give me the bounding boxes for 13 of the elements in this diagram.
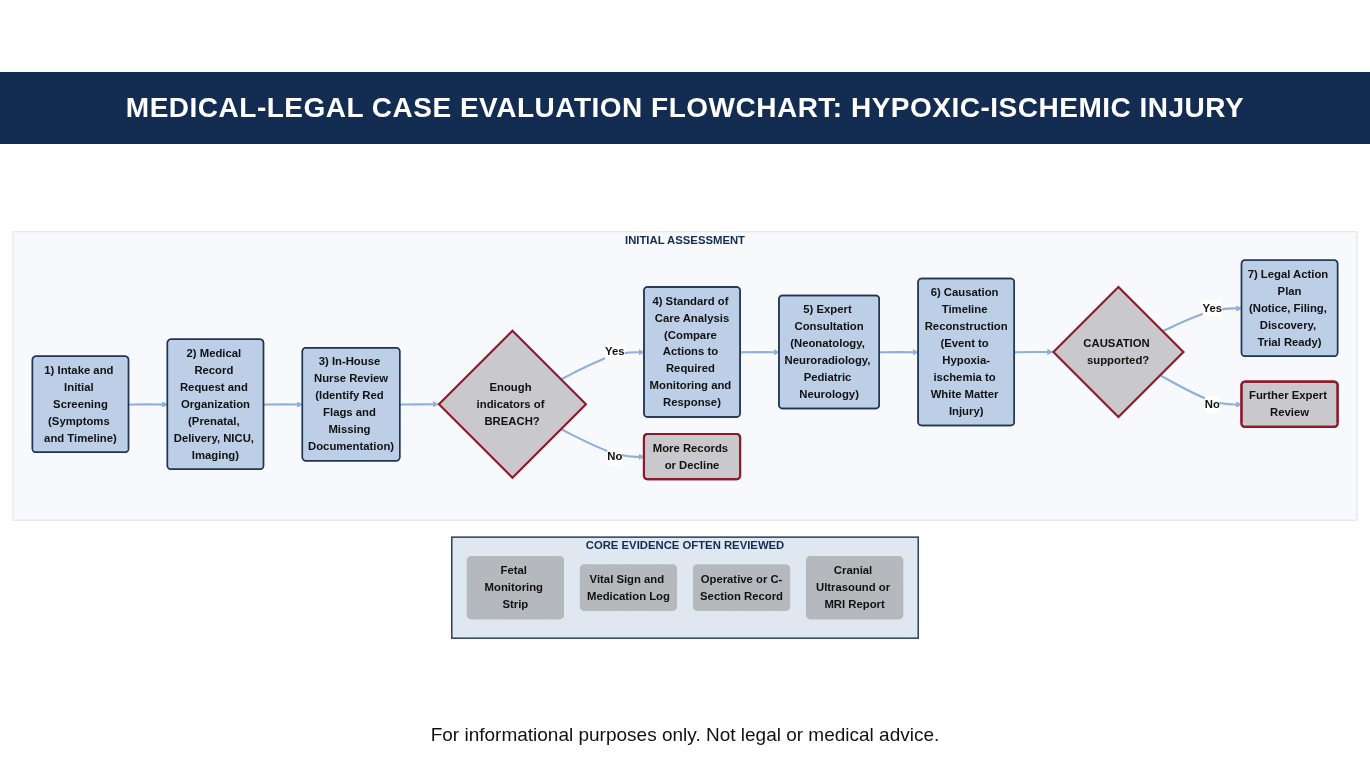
arrow xyxy=(1014,348,1054,356)
title-banner: MEDICAL-LEGAL CASE EVALUATION FLOWCHART: HYPOXIC-ISCHEMIC INJURY xyxy=(0,72,1370,144)
edge-label: Yes xyxy=(605,345,625,358)
arrow xyxy=(400,401,439,408)
caption: For informational purposes only. Not legal or medical advice. xyxy=(430,724,940,746)
node-diamond: Enough indicators of BREACH? xyxy=(437,329,588,480)
edge-label: No xyxy=(1204,397,1220,410)
edge-label: Yes xyxy=(1202,301,1223,314)
node-diamond: CAUSATION supported? xyxy=(1051,285,1185,419)
arrow xyxy=(263,401,303,408)
edge-label: No xyxy=(607,450,623,463)
arrow xyxy=(128,401,168,408)
arrow xyxy=(879,349,919,356)
